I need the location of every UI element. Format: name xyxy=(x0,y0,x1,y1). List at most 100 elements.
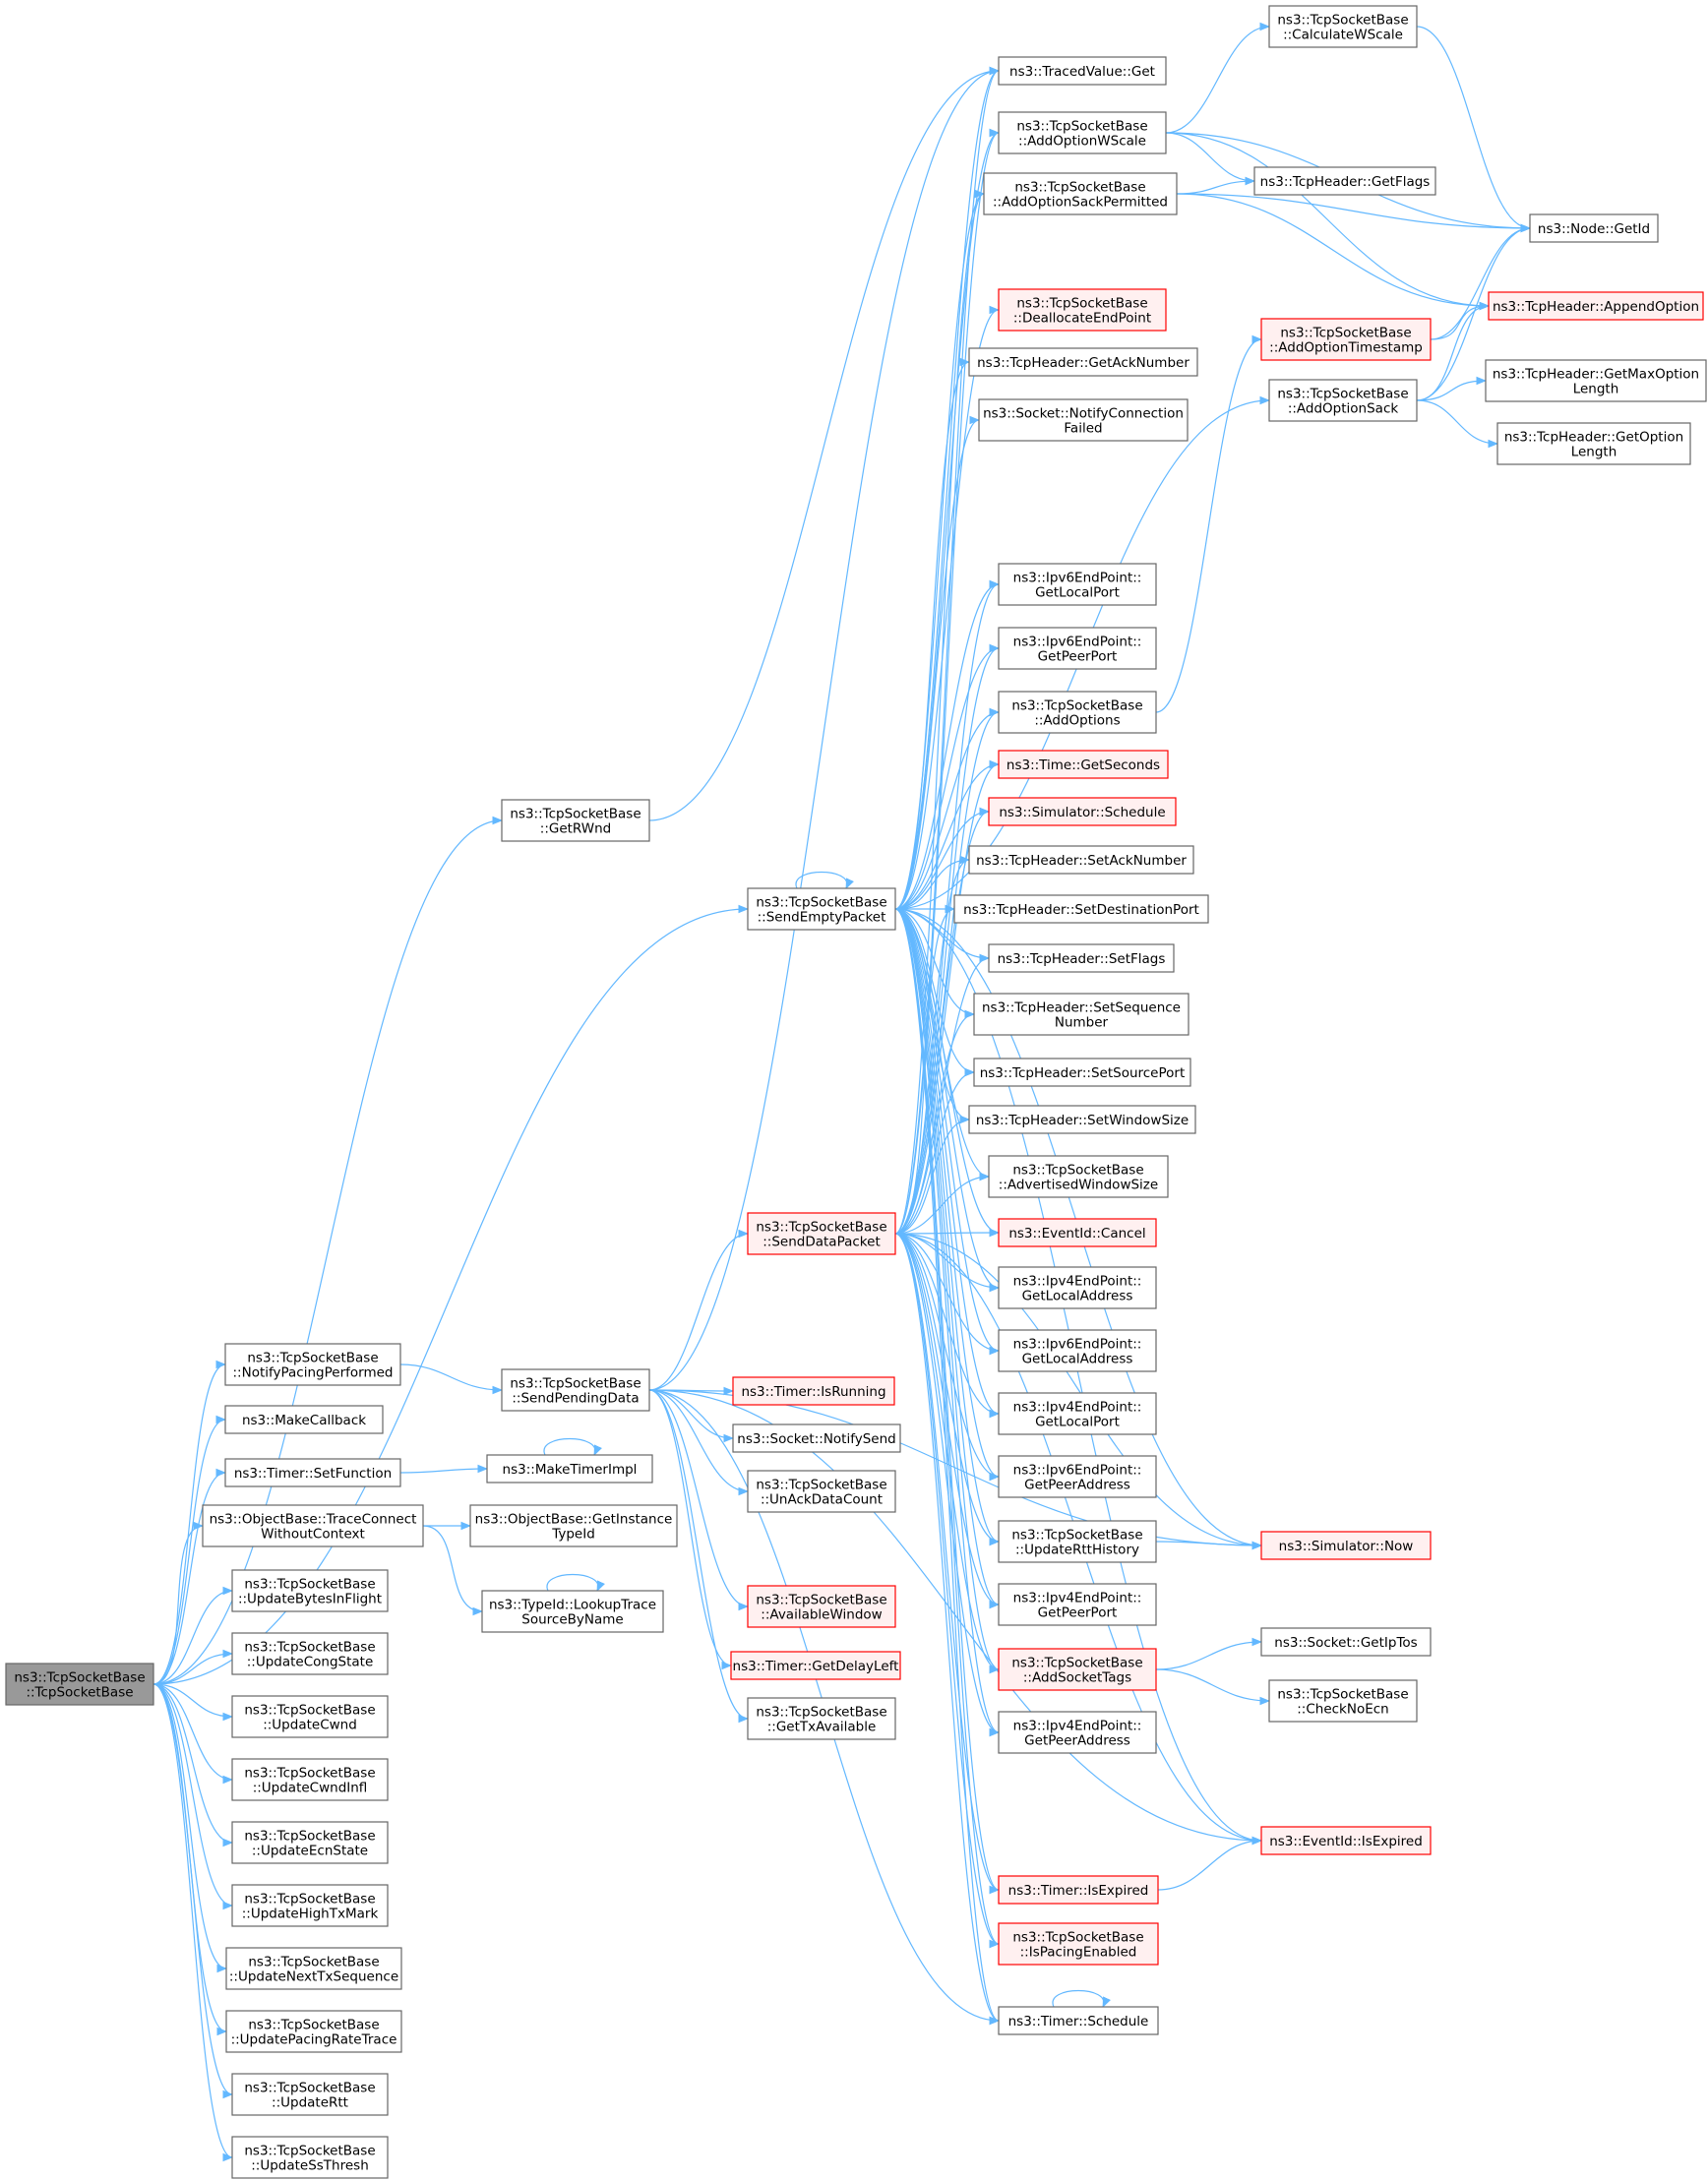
node-timer_schedule[interactable]: ns3::Timer::Schedule xyxy=(998,2006,1159,2035)
node-box xyxy=(231,1884,389,1927)
node-sendpending[interactable]: ns3::TcpSocketBase::SendPendingData xyxy=(501,1368,650,1412)
node-getacknumber[interactable]: ns3::TcpHeader::GetAckNumber xyxy=(968,347,1198,377)
node-timer_isexpired[interactable]: ns3::Timer::IsExpired xyxy=(998,1875,1159,1905)
node-ipv6_peerport_a[interactable]: ns3::Ipv6EndPoint::GetPeerPort xyxy=(998,627,1157,670)
node-nodegetid[interactable]: ns3::Node::GetId xyxy=(1529,213,1659,243)
node-availablewindow[interactable]: ns3::TcpSocketBase::AvailableWindow xyxy=(747,1585,896,1628)
edge-sendempty-to-sendempty xyxy=(795,872,854,889)
node-label: ns3::TcpSocketBase xyxy=(248,2018,379,2033)
node-upd_rtt[interactable]: ns3::TcpSocketBase::UpdateRtt xyxy=(231,2073,389,2116)
node-notifypacing[interactable]: ns3::TcpSocketBase::NotifyPacingPerforme… xyxy=(224,1343,401,1386)
node-label: ::UpdateNextTxSequence xyxy=(229,1969,398,1985)
node-tracedget[interactable]: ns3::TracedValue::Get xyxy=(998,56,1167,86)
node-label: ns3::Timer::SetFunction xyxy=(234,1466,392,1482)
node-box xyxy=(998,1875,1159,1905)
node-setsrcport[interactable]: ns3::TcpHeader::SetSourcePort xyxy=(973,1058,1191,1087)
node-eventcancel[interactable]: ns3::EventId::Cancel xyxy=(998,1218,1157,1247)
node-label: ns3::TcpSocketBase xyxy=(756,895,886,911)
node-setdestport[interactable]: ns3::TcpHeader::SetDestinationPort xyxy=(953,894,1209,924)
node-addsack[interactable]: ns3::TcpSocketBase::AddOptionSack xyxy=(1268,379,1418,422)
node-label: ns3::Simulator::Schedule xyxy=(999,805,1165,820)
node-advwinsize[interactable]: ns3::TcpSocketBase::AdvertisedWindowSize xyxy=(988,1155,1169,1198)
node-setflags[interactable]: ns3::TcpHeader::SetFlags xyxy=(988,943,1175,973)
node-unackdata[interactable]: ns3::TcpSocketBase::UnAckDataCount xyxy=(747,1470,896,1513)
node-timer_isrunning[interactable]: ns3::Timer::IsRunning xyxy=(732,1376,895,1406)
node-getdelayleft[interactable]: ns3::Timer::GetDelayLeft xyxy=(730,1651,901,1680)
node-setfunction[interactable]: ns3::Timer::SetFunction xyxy=(224,1458,401,1487)
node-getiptos[interactable]: ns3::Socket::GetIpTos xyxy=(1260,1627,1432,1657)
node-updrtthistory[interactable]: ns3::TcpSocketBase::UpdateRttHistory xyxy=(998,1520,1157,1563)
node-upd_pacing[interactable]: ns3::TcpSocketBase::UpdatePacingRateTrac… xyxy=(225,2010,402,2053)
node-traceconnect[interactable]: ns3::ObjectBase::TraceConnectWithoutCont… xyxy=(202,1504,424,1547)
node-label: ns3::TcpSocketBase xyxy=(244,1577,375,1593)
node-getrwnd[interactable]: ns3::TcpSocketBase::GetRWnd xyxy=(501,799,650,842)
node-ipv6_localport_a[interactable]: ns3::Ipv6EndPoint::GetLocalPort xyxy=(998,563,1157,606)
node-label: ns3::Socket::GetIpTos xyxy=(1274,1635,1417,1651)
node-label: GetPeerAddress xyxy=(1024,1478,1130,1493)
edge-senddata-to-ipv6_localaddr xyxy=(894,1233,1001,1356)
node-upd_cwndinfl[interactable]: ns3::TcpSocketBase::UpdateCwndInfl xyxy=(231,1758,389,1801)
edge-addsockettags-to-checknoecn xyxy=(1155,1668,1271,1706)
node-ipv6_localaddr[interactable]: ns3::Ipv6EndPoint::GetLocalAddress xyxy=(998,1329,1157,1372)
node-ipv4_localaddr[interactable]: ns3::Ipv4EndPoint::GetLocalAddress xyxy=(998,1266,1157,1309)
node-upd_bif[interactable]: ns3::TcpSocketBase::UpdateBytesInFlight xyxy=(231,1569,389,1612)
node-dealloc[interactable]: ns3::TcpSocketBase::DeallocateEndPoint xyxy=(998,288,1167,332)
node-box xyxy=(988,943,1175,973)
node-box xyxy=(231,2073,389,2116)
node-label: Number xyxy=(1055,1015,1109,1031)
node-ipv4_peerport[interactable]: ns3::Ipv4EndPoint::GetPeerPort xyxy=(998,1583,1157,1626)
node-makecallback[interactable]: ns3::MakeCallback xyxy=(224,1405,384,1434)
node-upd_hightx[interactable]: ns3::TcpSocketBase::UpdateHighTxMark xyxy=(231,1884,389,1927)
node-ispacing[interactable]: ns3::TcpSocketBase::IsPacingEnabled xyxy=(998,1922,1159,1966)
node-label: ns3::TcpSocketBase xyxy=(1277,387,1408,402)
node-sendempty[interactable]: ns3::TcpSocketBase::SendEmptyPacket xyxy=(747,887,896,931)
node-label: GetLocalAddress xyxy=(1022,1289,1133,1304)
node-ipv6_peeraddr[interactable]: ns3::Ipv6EndPoint::GetPeerAddress xyxy=(998,1455,1157,1498)
node-box xyxy=(224,1458,401,1487)
node-setwinsize[interactable]: ns3::TcpHeader::SetWindowSize xyxy=(968,1105,1196,1134)
node-notifysend[interactable]: ns3::Socket::NotifySend xyxy=(732,1423,901,1453)
node-maketimerimpl[interactable]: ns3::MakeTimerImpl xyxy=(486,1454,653,1484)
node-addsockettags[interactable]: ns3::TcpSocketBase::AddSocketTags xyxy=(998,1648,1157,1691)
node-label: ::DeallocateEndPoint xyxy=(1013,311,1151,327)
node-upd_cong[interactable]: ns3::TcpSocketBase::UpdateCongState xyxy=(231,1632,389,1675)
node-addoptions[interactable]: ns3::TcpSocketBase::AddOptions xyxy=(998,691,1157,734)
node-appendoption[interactable]: ns3::TcpHeader::AppendOption xyxy=(1488,291,1704,321)
node-schedule[interactable]: ns3::Simulator::Schedule xyxy=(988,797,1177,826)
node-label: ns3::TcpSocketBase xyxy=(756,1705,886,1721)
node-label: ns3::TcpHeader::GetOption xyxy=(1504,430,1683,446)
edge-sendpending-to-unackdata xyxy=(648,1389,750,1496)
node-checknoecn[interactable]: ns3::TcpSocketBase::CheckNoEcn xyxy=(1268,1679,1418,1723)
node-label: ns3::TcpSocketBase xyxy=(1016,119,1147,135)
node-getseconds[interactable]: ns3::Time::GetSeconds xyxy=(998,750,1169,779)
node-gettxavailable[interactable]: ns3::TcpSocketBase::GetTxAvailable xyxy=(747,1697,896,1740)
node-addtimestamp[interactable]: ns3::TcpSocketBase::AddOptionTimestamp xyxy=(1260,318,1432,361)
node-calcwscale[interactable]: ns3::TcpSocketBase::CalculateWScale xyxy=(1268,5,1418,48)
node-upd_nexttx[interactable]: ns3::TcpSocketBase::UpdateNextTxSequence xyxy=(225,1947,402,1990)
node-setacknumber[interactable]: ns3::TcpHeader::SetAckNumber xyxy=(968,845,1194,875)
edge-sendempty-to-ipv6_localport_a xyxy=(894,579,1001,910)
node-box xyxy=(968,1105,1196,1134)
node-senddata[interactable]: ns3::TcpSocketBase::SendDataPacket xyxy=(747,1212,896,1255)
node-upd_ss[interactable]: ns3::TcpSocketBase::UpdateSsThresh xyxy=(231,2136,389,2179)
node-label: ns3::MakeTimerImpl xyxy=(503,1462,638,1478)
node-addwscale[interactable]: ns3::TcpSocketBase::AddOptionWScale xyxy=(998,111,1167,154)
node-upd_ecn[interactable]: ns3::TcpSocketBase::UpdateEcnState xyxy=(231,1821,389,1864)
node-ipv4_peeraddr[interactable]: ns3::Ipv4EndPoint::GetPeerAddress xyxy=(998,1711,1157,1754)
node-ipv4_localport[interactable]: ns3::Ipv4EndPoint::GetLocalPort xyxy=(998,1392,1157,1435)
edge-senddata-to-advwinsize xyxy=(894,1172,991,1235)
node-eventisexpired[interactable]: ns3::EventId::IsExpired xyxy=(1260,1826,1432,1855)
node-upd_cwnd[interactable]: ns3::TcpSocketBase::UpdateCwnd xyxy=(231,1695,389,1738)
node-simnow[interactable]: ns3::Simulator::Now xyxy=(1260,1531,1432,1560)
node-box xyxy=(231,1569,389,1612)
node-getflags[interactable]: ns3::TcpHeader::GetFlags xyxy=(1253,166,1436,196)
node-addsackperm[interactable]: ns3::TcpSocketBase::AddOptionSackPermitt… xyxy=(983,172,1178,215)
edge-addtimestamp-to-appendoption xyxy=(1430,301,1491,340)
edge-senddata-to-timer_isexpired xyxy=(894,1233,1001,1895)
